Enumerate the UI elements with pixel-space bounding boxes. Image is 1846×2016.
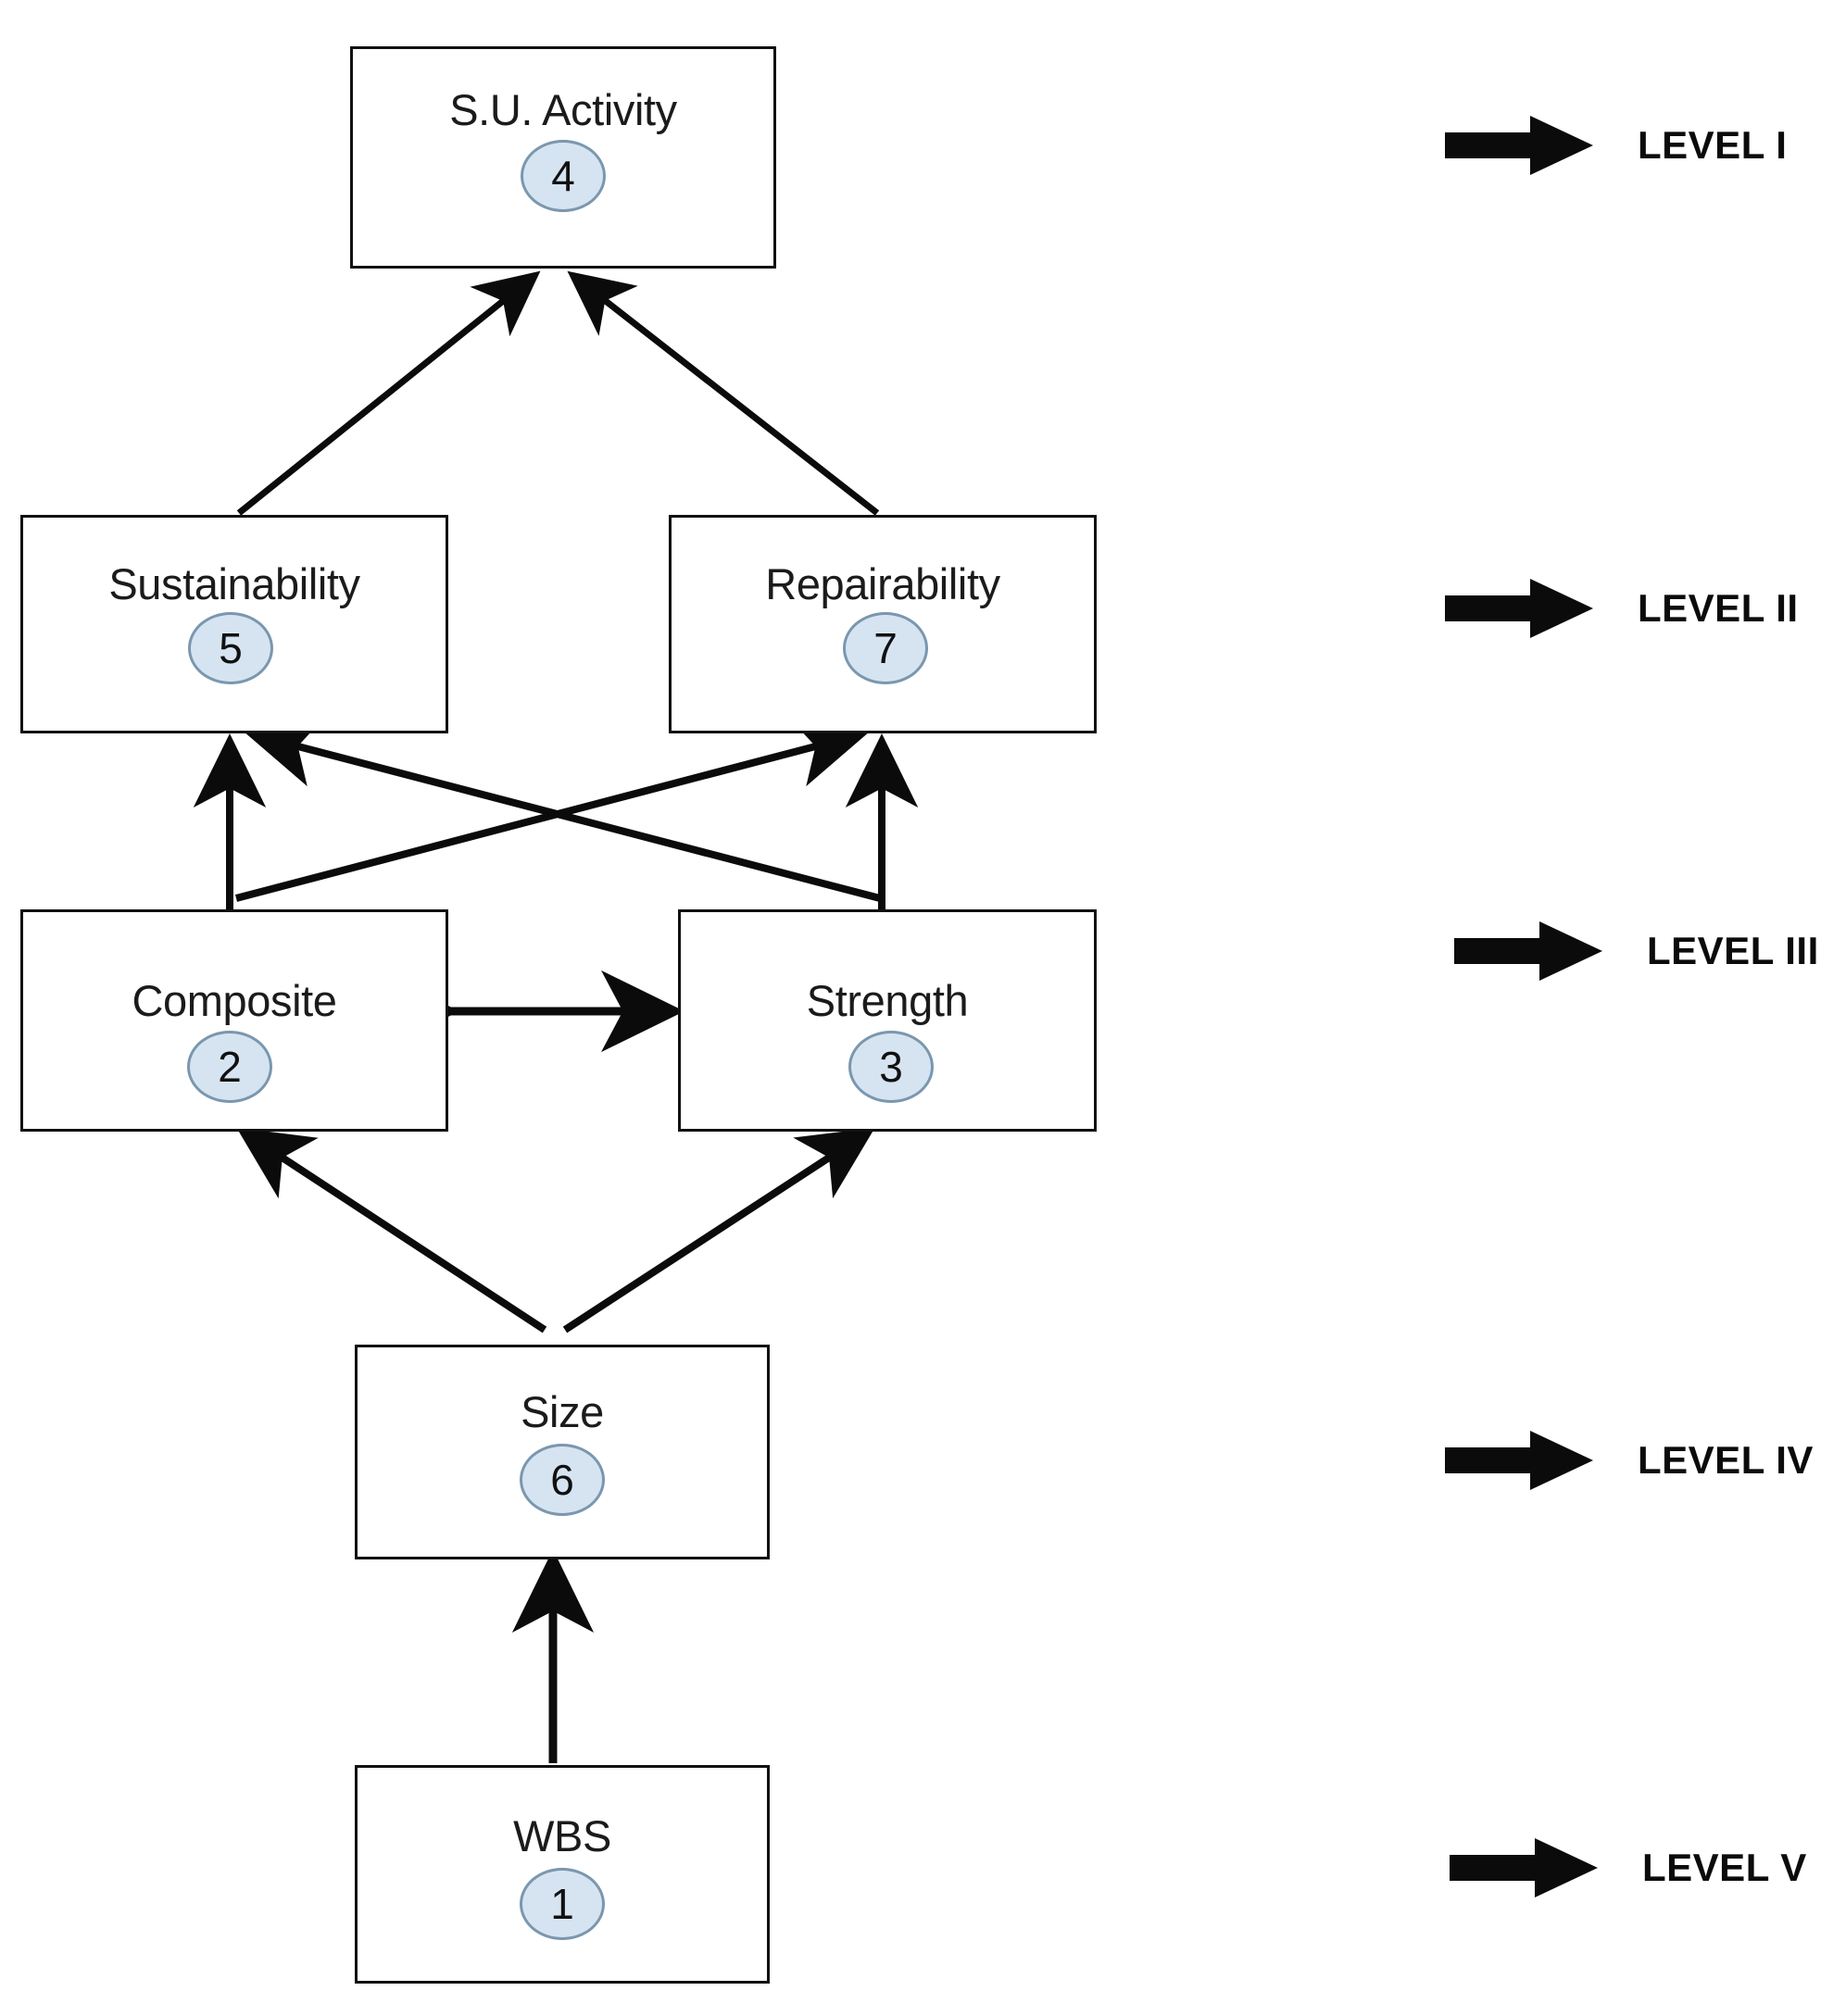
legend-item-level-2[interactable]: LEVEL II [1445, 579, 1799, 638]
node-repairability-badge: 7 [843, 611, 928, 684]
node-composite-badge: 2 [187, 1030, 272, 1103]
node-composite[interactable]: Composite 2 [20, 909, 448, 1132]
node-wbs-badge: 1 [520, 1867, 605, 1940]
edge-sustainability-to-su-activity [236, 270, 541, 516]
node-wbs-label: WBS [513, 1811, 611, 1860]
node-sustainability-badge: 5 [188, 611, 273, 684]
legend-label-level-1: LEVEL I [1638, 123, 1788, 167]
node-sustainability-label: Sustainability [108, 559, 360, 608]
node-repairability-label: Repairability [765, 559, 1000, 608]
legend-label-level-4: LEVEL IV [1638, 1438, 1814, 1482]
arrow-right-icon [1454, 921, 1602, 981]
node-strength[interactable]: Strength 3 [678, 909, 1097, 1132]
arrow-right-icon [1445, 116, 1593, 175]
node-su-activity-label: S.U. Activity [449, 85, 677, 134]
edge-size-to-strength [562, 1127, 875, 1334]
legend-item-level-3[interactable]: LEVEL III [1454, 921, 1819, 981]
node-composite-label: Composite [132, 976, 337, 1025]
edge-size-to-composite [236, 1127, 547, 1334]
node-size-label: Size [521, 1387, 604, 1436]
node-strength-badge: 3 [848, 1030, 934, 1103]
node-wbs[interactable]: WBS 1 [355, 1765, 770, 1984]
legend-label-level-2: LEVEL II [1638, 586, 1799, 630]
arrow-right-icon [1445, 1431, 1593, 1490]
edge-composite-to-repairability [234, 716, 869, 902]
legend-item-level-5[interactable]: LEVEL V [1450, 1838, 1807, 1897]
legend-label-level-3: LEVEL III [1647, 929, 1819, 972]
node-size[interactable]: Size 6 [355, 1345, 770, 1559]
edge-strength-to-sustainability [245, 716, 882, 902]
node-su-activity[interactable]: S.U. Activity 4 [350, 46, 776, 269]
node-strength-label: Strength [806, 976, 969, 1025]
node-size-badge: 6 [520, 1443, 605, 1516]
legend-label-level-5: LEVEL V [1642, 1846, 1807, 1889]
legend-item-level-4[interactable]: LEVEL IV [1445, 1431, 1814, 1490]
node-su-activity-badge: 4 [521, 139, 606, 212]
arrow-right-icon [1445, 579, 1593, 638]
legend-item-level-1[interactable]: LEVEL I [1445, 116, 1787, 175]
node-sustainability[interactable]: Sustainability 5 [20, 515, 448, 733]
node-repairability[interactable]: Repairability 7 [669, 515, 1097, 733]
edge-repairability-to-su-activity [567, 270, 880, 516]
arrow-right-icon [1450, 1838, 1598, 1897]
